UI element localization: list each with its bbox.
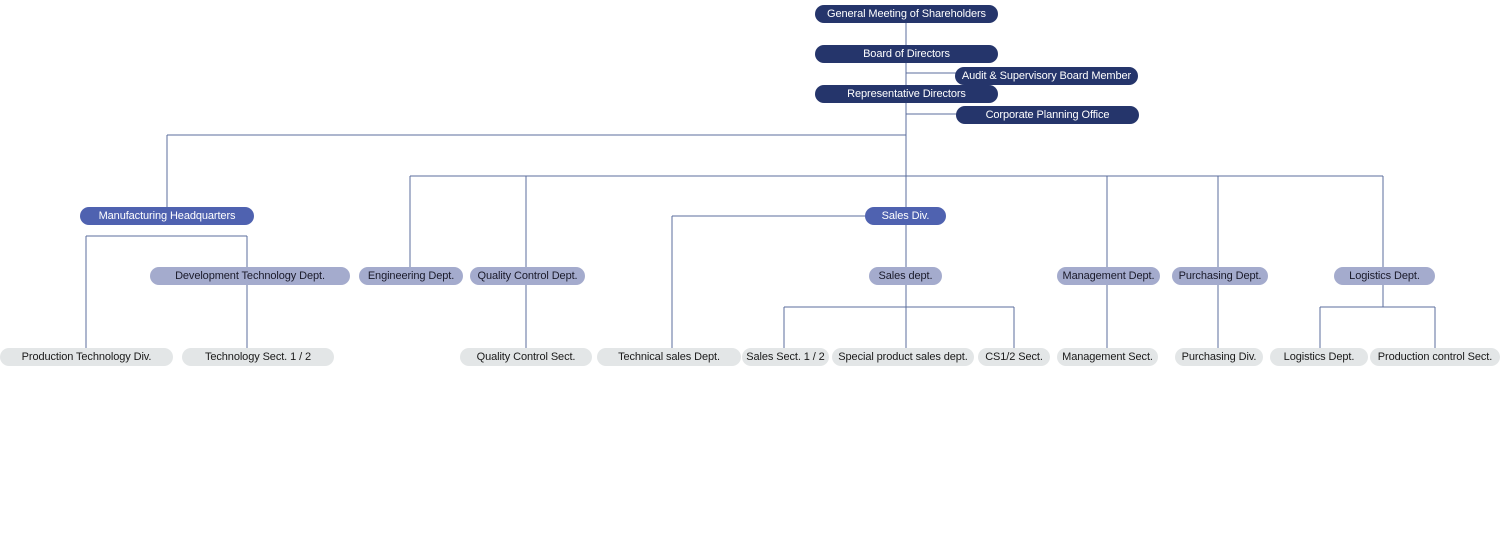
node-logistics-dept: Logistics Dept. bbox=[1334, 267, 1435, 285]
node-quality-control-sect: Quality Control Sect. bbox=[460, 348, 592, 366]
node-manufacturing-hq: Manufacturing Headquarters bbox=[80, 207, 254, 225]
node-sales-dept: Sales dept. bbox=[869, 267, 942, 285]
node-representative-directors: Representative Directors bbox=[815, 85, 998, 103]
node-dev-tech-dept: Development Technology Dept. bbox=[150, 267, 350, 285]
node-engineering-dept: Engineering Dept. bbox=[359, 267, 463, 285]
node-technology-sect: Technology Sect. 1 / 2 bbox=[182, 348, 334, 366]
node-audit-board: Audit & Supervisory Board Member bbox=[955, 67, 1138, 85]
node-sales-sect: Sales Sect. 1 / 2 bbox=[742, 348, 829, 366]
node-board-of-directors: Board of Directors bbox=[815, 45, 998, 63]
node-production-control-sect: Production control Sect. bbox=[1370, 348, 1500, 366]
node-shareholders: General Meeting of Shareholders bbox=[815, 5, 998, 23]
node-management-sect: Management Sect. bbox=[1057, 348, 1158, 366]
node-corporate-planning: Corporate Planning Office bbox=[956, 106, 1139, 124]
node-sales-div: Sales Div. bbox=[865, 207, 946, 225]
node-purchasing-dept: Purchasing Dept. bbox=[1172, 267, 1268, 285]
node-technical-sales-dept: Technical sales Dept. bbox=[597, 348, 741, 366]
node-special-product-sales: Special product sales dept. bbox=[832, 348, 974, 366]
node-cs-sect: CS1/2 Sect. bbox=[978, 348, 1050, 366]
node-management-dept: Management Dept. bbox=[1057, 267, 1160, 285]
node-logistics-sub-dept: Logistics Dept. bbox=[1270, 348, 1368, 366]
node-production-technology-div: Production Technology Div. bbox=[0, 348, 173, 366]
node-quality-control-dept: Quality Control Dept. bbox=[470, 267, 585, 285]
node-purchasing-div: Purchasing Div. bbox=[1175, 348, 1263, 366]
